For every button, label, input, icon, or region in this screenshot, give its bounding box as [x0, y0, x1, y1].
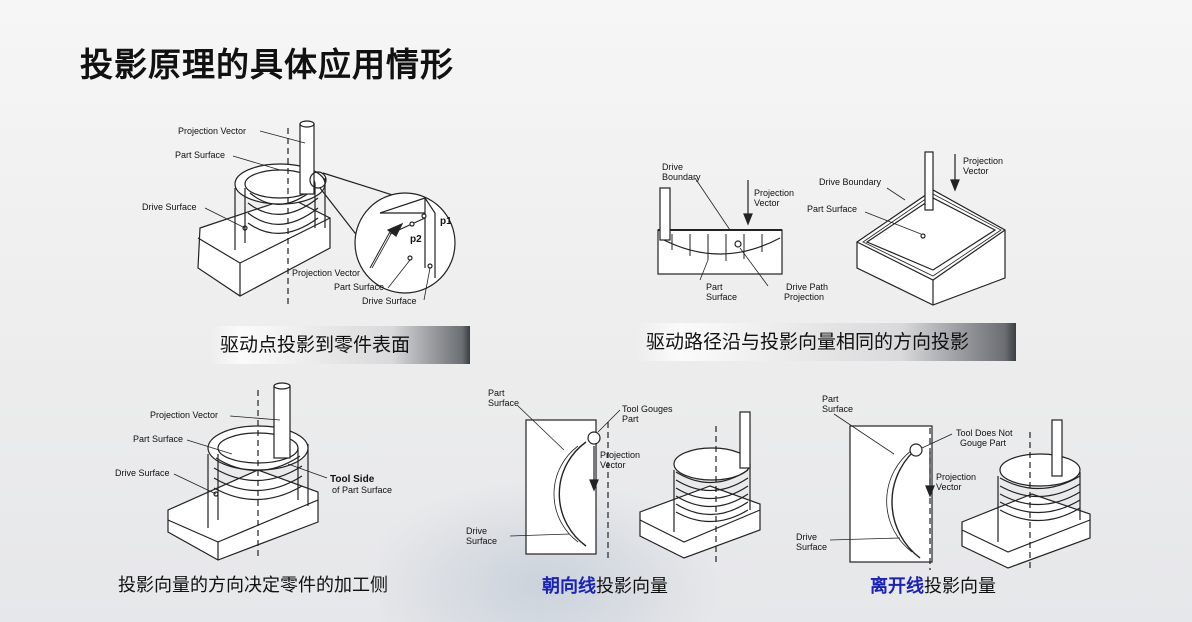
label-drive-surface: Drive Surface [115, 468, 170, 478]
label-part-surface: Part Surface [807, 204, 857, 214]
label-projection-vector: Projection Vector [150, 410, 218, 420]
label-drive-surface: Surface [466, 536, 497, 546]
figure-3-svg: Projection Vector Drive Boundary Part Su… [807, 151, 1006, 306]
figure-4-svg: Projection Vector Part Surface Drive Sur… [115, 382, 392, 561]
label-detail-projection-vector: Projection Vector [292, 268, 360, 278]
caption-machining-side: 投影向量的方向决定零件的加工侧 [118, 575, 388, 596]
caption-toward-line-rest: 投影向量 [596, 576, 668, 597]
label-projection: Projection [963, 156, 1003, 166]
figure-away-line: Part Surface Tool Does Not Gouge Part Pr… [790, 392, 1100, 572]
label-vector: Vector [754, 198, 780, 208]
label-p1: p1 [440, 216, 452, 227]
caption-toward-line: 朝向线投影向量 [542, 572, 668, 598]
label-drive-path-projection: Projection [784, 292, 824, 302]
figure-drive-path-projection: Drive Boundary Projection Vector Part Su… [650, 158, 840, 308]
label-part: Part [488, 388, 505, 398]
label-drive-surface: Drive Surface [142, 202, 197, 212]
label-tool-gouges: Tool Gouges [622, 404, 673, 414]
caption-drive-points: 驱动点投影到零件表面 [210, 326, 470, 364]
label-detail-drive-surface: Drive Surface [362, 296, 417, 306]
caption-drive-path: 驱动路径沿与投影向量相同的方向投影 [636, 323, 1016, 361]
figure-drive-boundary-square: Projection Vector Drive Boundary Part Su… [805, 150, 1025, 310]
label-vector: Vector [600, 460, 626, 470]
label-boundary: Boundary [662, 172, 701, 182]
figure-2-svg: Drive Boundary Projection Vector Part Su… [657, 162, 828, 302]
label-tool-gouges-part: Part [622, 414, 639, 424]
label-projection-vector: Projection Vector [178, 126, 246, 136]
label-projection: Projection [936, 472, 976, 482]
label-part-surface: Part Surface [133, 434, 183, 444]
label-surface: Surface [822, 404, 853, 414]
figure-tool-side: Projection Vector Part Surface Drive Sur… [112, 380, 412, 561]
label-drive-surface: Surface [796, 542, 827, 552]
label-surface: Surface [706, 292, 737, 302]
label-detail-part-surface: Part Surface [334, 282, 384, 292]
label-drive: Drive [466, 526, 487, 536]
figure-toward-line: Part Surface Tool Gouges Part Projection… [460, 386, 780, 566]
caption-away-line-highlight: 离开线 [870, 576, 924, 597]
label-projection: Projection [600, 450, 640, 460]
caption-away-line: 离开线投影向量 [870, 572, 996, 598]
label-tool-does-not: Tool Does Not [956, 428, 1013, 438]
label-vector: Vector [936, 482, 962, 492]
label-vector: Vector [963, 166, 989, 176]
label-p2: p2 [410, 234, 422, 245]
slide-title: 投影原理的具体应用情形 [80, 45, 454, 84]
label-drive: Drive [796, 532, 817, 542]
label-drive-boundary: Drive Boundary [819, 177, 882, 187]
label-tool-side: Tool Side [330, 474, 375, 485]
label-drive-path: Drive Path [786, 282, 828, 292]
figure-1-svg: Projection Vector Part Surface Drive Sur… [142, 120, 456, 308]
figure-drive-points-projection: Projection Vector Part Surface Drive Sur… [140, 118, 460, 318]
label-part: Part [822, 394, 839, 404]
label-part-surface: Part Surface [175, 150, 225, 160]
figure-5-svg: Part Surface Tool Gouges Part Projection… [466, 388, 761, 564]
label-projection: Projection [754, 188, 794, 198]
label-surface: Surface [488, 398, 519, 408]
label-gouge-part: Gouge Part [960, 438, 1007, 448]
caption-toward-line-highlight: 朝向线 [542, 576, 596, 597]
figure-6-svg: Part Surface Tool Does Not Gouge Part Pr… [796, 394, 1091, 570]
label-drive: Drive [662, 162, 683, 172]
label-of-part-surface: of Part Surface [332, 485, 392, 495]
label-part: Part [706, 282, 723, 292]
caption-away-line-rest: 投影向量 [924, 576, 996, 597]
